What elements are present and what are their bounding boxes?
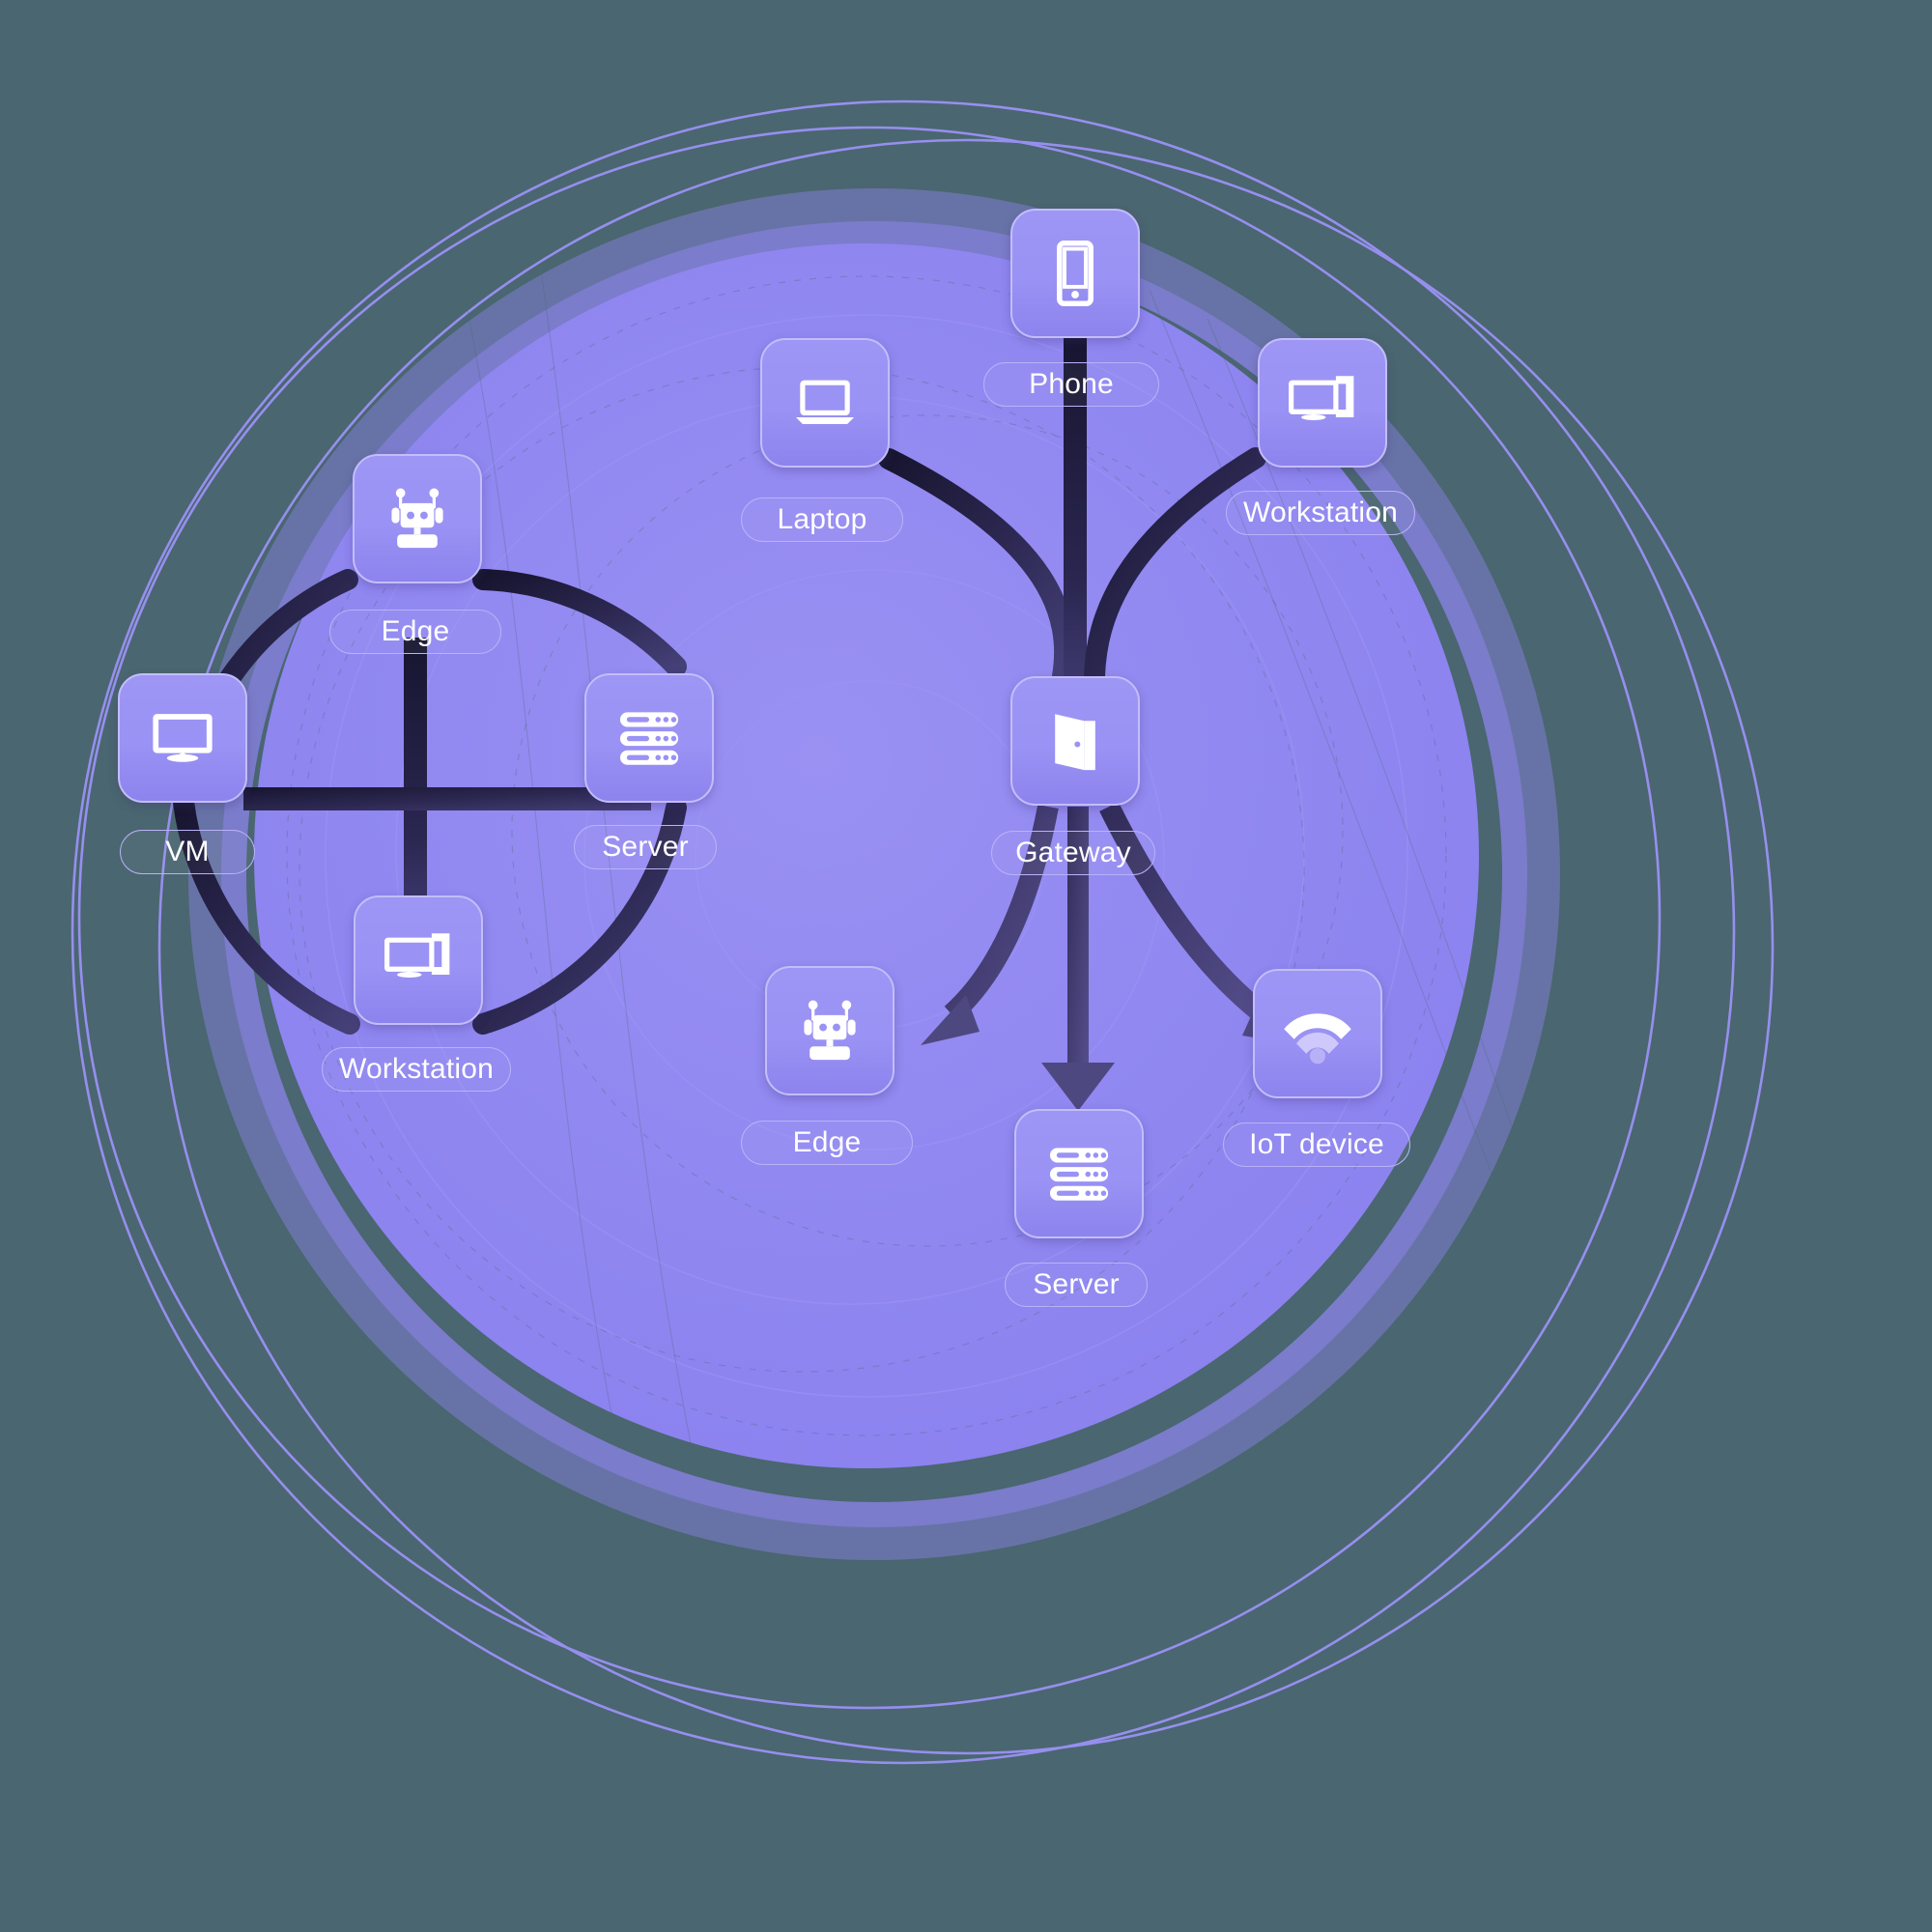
node-iot-device[interactable]: [1253, 969, 1382, 1098]
node-label: Server: [1033, 1268, 1120, 1300]
node-laptop[interactable]: [760, 338, 890, 468]
edge-workstationright-gateway: [1084, 447, 1266, 687]
edge-vm-workstation: [173, 791, 360, 1035]
node-label: IoT device: [1249, 1128, 1384, 1160]
outer-orbit-rings: [71, 99, 1775, 1765]
node-label: VM: [165, 836, 210, 867]
edge-vm-server: [243, 787, 651, 810]
label-pill-workstation-left: Workstation: [322, 1047, 511, 1092]
workstation-icon: [384, 933, 450, 979]
main-disc: [254, 243, 1479, 1468]
node-label: Server: [602, 831, 689, 863]
server-rack-icon: [1049, 1148, 1109, 1201]
label-pill-vm: VM: [120, 830, 255, 874]
edge-workstation-server: [472, 797, 687, 1035]
edge-phone-gateway: [1064, 336, 1087, 742]
node-server-left[interactable]: [584, 673, 714, 803]
node-workstation-right[interactable]: [1258, 338, 1387, 468]
node-server-right[interactable]: [1014, 1109, 1144, 1238]
label-pill-gateway: Gateway: [991, 831, 1155, 875]
node-phone[interactable]: [1010, 209, 1140, 338]
halo-ring-band: [188, 188, 1560, 1560]
node-label: Laptop: [777, 503, 867, 535]
edge-server-edgeleft: [472, 569, 687, 677]
node-edge-left[interactable]: [353, 454, 482, 583]
node-vm[interactable]: [118, 673, 247, 803]
node-label: Phone: [1029, 368, 1114, 400]
server-rack-icon: [619, 712, 679, 765]
edge-laptop-gateway: [878, 448, 1076, 687]
node-gateway[interactable]: [1010, 676, 1140, 806]
label-pill-iot-device: IoT device: [1223, 1122, 1410, 1167]
arrowhead-gateway-edgeright: [921, 995, 980, 1045]
node-edge-right[interactable]: [765, 966, 895, 1095]
robot-icon: [391, 488, 443, 549]
label-pill-server-right: Server: [1005, 1263, 1148, 1307]
arrowhead-gateway-serverright: [1041, 1063, 1115, 1111]
node-label: Workstation: [338, 1053, 495, 1085]
desktop-icon: [153, 714, 213, 762]
wifi-icon: [1284, 1013, 1351, 1065]
label-pill-workstation-right: Workstation: [1226, 491, 1415, 535]
label-pill-laptop: Laptop: [741, 497, 903, 542]
label-pill-phone: Phone: [983, 362, 1159, 407]
label-pill-edge-left: Edge: [329, 610, 501, 654]
node-label: Workstation: [1242, 497, 1399, 528]
workstation-icon: [1289, 376, 1354, 421]
node-label: Gateway: [1015, 837, 1131, 868]
smartphone-icon: [1057, 241, 1094, 306]
laptop-icon: [795, 380, 855, 424]
label-pill-server-left: Server: [574, 825, 717, 869]
node-label: Edge: [381, 615, 450, 647]
edge-gateway-iot: [1099, 802, 1272, 1025]
open-door-icon: [1055, 714, 1095, 771]
edge-gateway-serverright: [1067, 807, 1089, 1067]
edge-gateway-edgeright: [944, 804, 1059, 1023]
node-label: Edge: [792, 1126, 862, 1158]
node-workstation-left[interactable]: [354, 895, 483, 1025]
label-pill-edge-right: Edge: [741, 1121, 913, 1165]
robot-icon: [804, 1000, 856, 1061]
